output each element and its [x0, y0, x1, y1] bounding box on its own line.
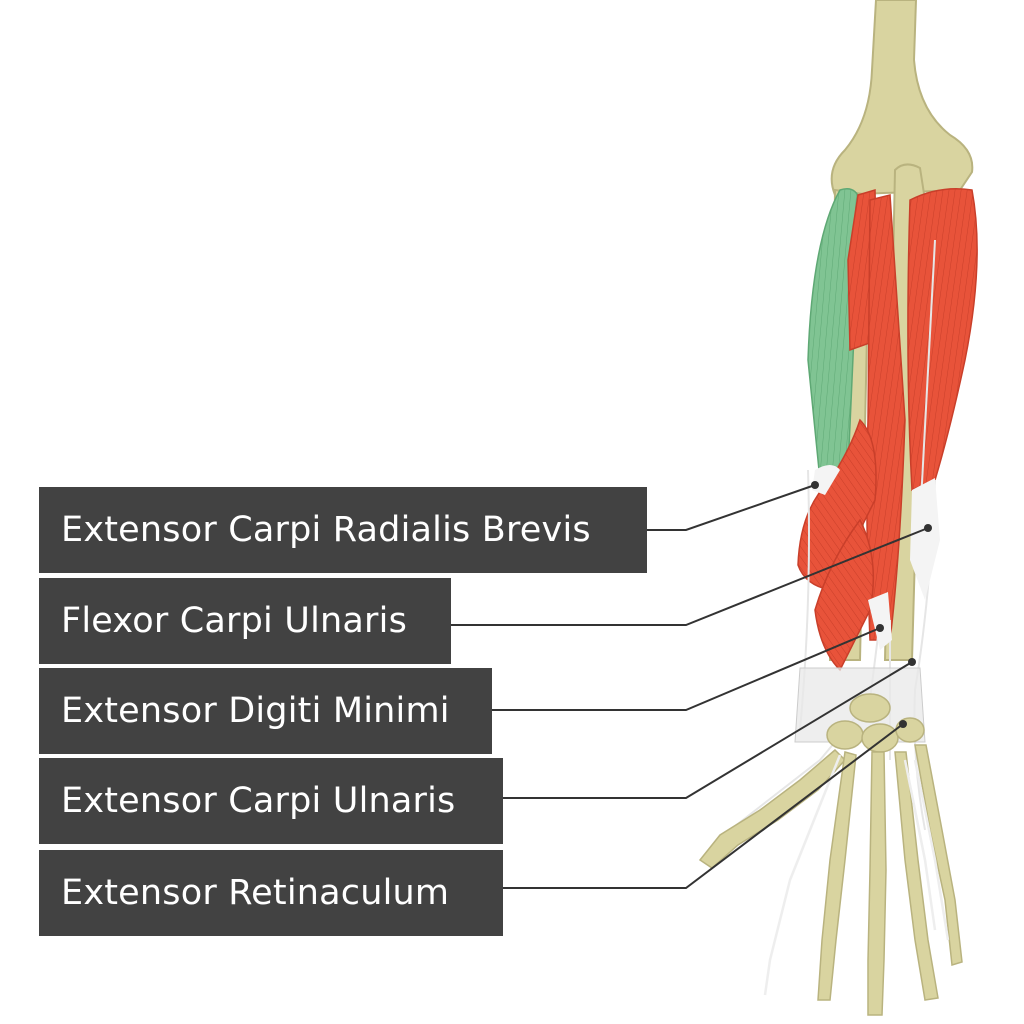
leader-dot-ecu [908, 658, 916, 666]
finger-tendons [763, 754, 950, 996]
label-extensor-digiti-minimi: Extensor Digiti Minimi [39, 668, 492, 754]
label-extensor-retinaculum: Extensor Retinaculum [39, 850, 503, 936]
leader-dot-ecrb [811, 481, 819, 489]
tendon-white-patches [812, 465, 940, 650]
label-text: Flexor Carpi Ulnaris [61, 601, 408, 641]
leader-line-edm [492, 627, 881, 711]
label-extensor-carpi-ulnaris: Extensor Carpi Ulnaris [39, 758, 503, 844]
leader-line-fcu [451, 527, 929, 626]
leader-dot-er [899, 720, 907, 728]
leader-dots [811, 481, 932, 728]
hand-bones [698, 744, 963, 1016]
humerus-bone [830, 0, 974, 197]
leader-lines [451, 484, 929, 889]
leader-dot-edm [876, 624, 884, 632]
leader-line-ecrb [647, 484, 816, 531]
label-extensor-carpi-radialis-brevis: Extensor Carpi Radialis Brevis [39, 487, 647, 573]
leader-line-er [503, 723, 904, 889]
label-text: Extensor Carpi Radialis Brevis [61, 510, 591, 550]
label-flexor-carpi-ulnaris: Flexor Carpi Ulnaris [39, 578, 451, 664]
leader-dot-fcu [924, 524, 932, 532]
label-text: Extensor Digiti Minimi [61, 691, 450, 731]
leader-line-ecu [503, 661, 913, 799]
label-text: Extensor Retinaculum [61, 873, 450, 913]
label-text: Extensor Carpi Ulnaris [61, 781, 456, 821]
